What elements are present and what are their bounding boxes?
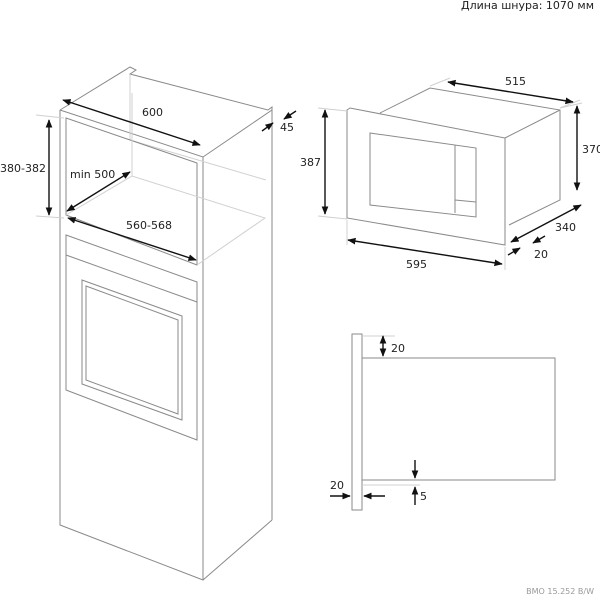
microwave-dimensions: 515 387 370 340 20 595 <box>300 75 600 271</box>
dim-20-panel: 20 <box>330 479 344 492</box>
cabinet-drawing <box>59 66 273 581</box>
dim-595: 595 <box>406 258 427 271</box>
dim-340: 340 <box>555 221 576 234</box>
dim-387: 387 <box>300 156 321 169</box>
dim-5: 5 <box>420 490 427 503</box>
dim-515: 515 <box>505 75 526 88</box>
dim-20-frame: 20 <box>534 248 548 261</box>
dim-min-500: min 500 <box>70 168 115 181</box>
microwave-drawing <box>346 87 561 246</box>
dim-20-top: 20 <box>391 342 405 355</box>
side-section-drawing <box>351 333 556 511</box>
side-section-dimensions: 20 5 20 <box>330 335 427 505</box>
cord-length-label: Длина шнура: 1070 мм <box>461 0 594 12</box>
model-label: BMO 15.252 B/W <box>526 587 594 596</box>
cabinet-dimensions: 600 45 380-382 min 500 560-568 <box>0 99 297 261</box>
dim-380-382: 380-382 <box>0 162 46 175</box>
dim-370: 370 <box>582 143 600 156</box>
dim-600: 600 <box>142 106 163 119</box>
dim-45: 45 <box>280 121 294 134</box>
dim-560-568: 560-568 <box>126 219 172 232</box>
